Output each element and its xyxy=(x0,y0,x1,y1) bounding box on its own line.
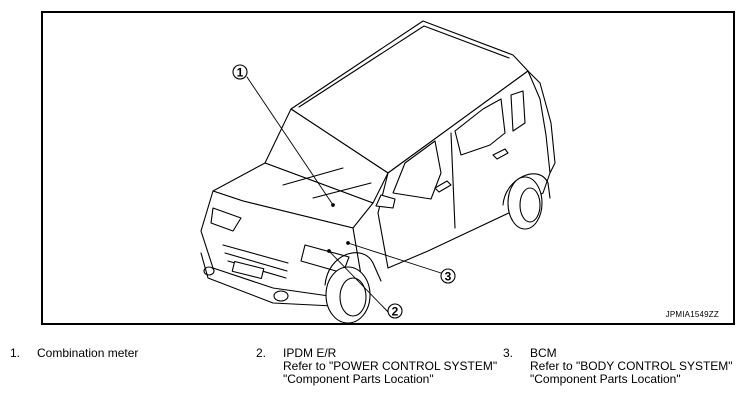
callout-2: 2 xyxy=(392,305,399,319)
legend-line: "Component Parts Location" xyxy=(283,372,434,386)
figure-id-code: JPMIA1549ZZ xyxy=(665,310,719,319)
legend-number: 2. xyxy=(256,346,267,360)
legend-number: 3. xyxy=(503,346,514,360)
legend-line: Refer to "POWER CONTROL SYSTEM" xyxy=(283,359,498,373)
callout-circle xyxy=(232,64,248,80)
callout-circle xyxy=(387,303,403,319)
legend-text: BCM Refer to "BODY CONTROL SYSTEM" "Comp… xyxy=(530,347,733,386)
legend-text: Combination meter xyxy=(37,347,138,360)
legend-line: "Component Parts Location" xyxy=(530,372,681,386)
callout-circle xyxy=(440,268,456,284)
callout-3: 3 xyxy=(445,270,452,284)
legend-title: Combination meter xyxy=(37,346,139,360)
legend-line: Refer to "BODY CONTROL SYSTEM" xyxy=(530,359,733,373)
legend-title: BCM xyxy=(530,346,557,360)
callout-1: 1 xyxy=(237,66,244,80)
legend-number: 1. xyxy=(10,346,21,360)
legend-title: IPDM E/R xyxy=(283,346,337,360)
car-illustration: 1 2 3 xyxy=(200,20,556,323)
legend-text: IPDM E/R Refer to "POWER CONTROL SYSTEM"… xyxy=(283,347,497,386)
figure-frame: 1 2 3 JPMIA1549ZZ xyxy=(41,11,735,325)
